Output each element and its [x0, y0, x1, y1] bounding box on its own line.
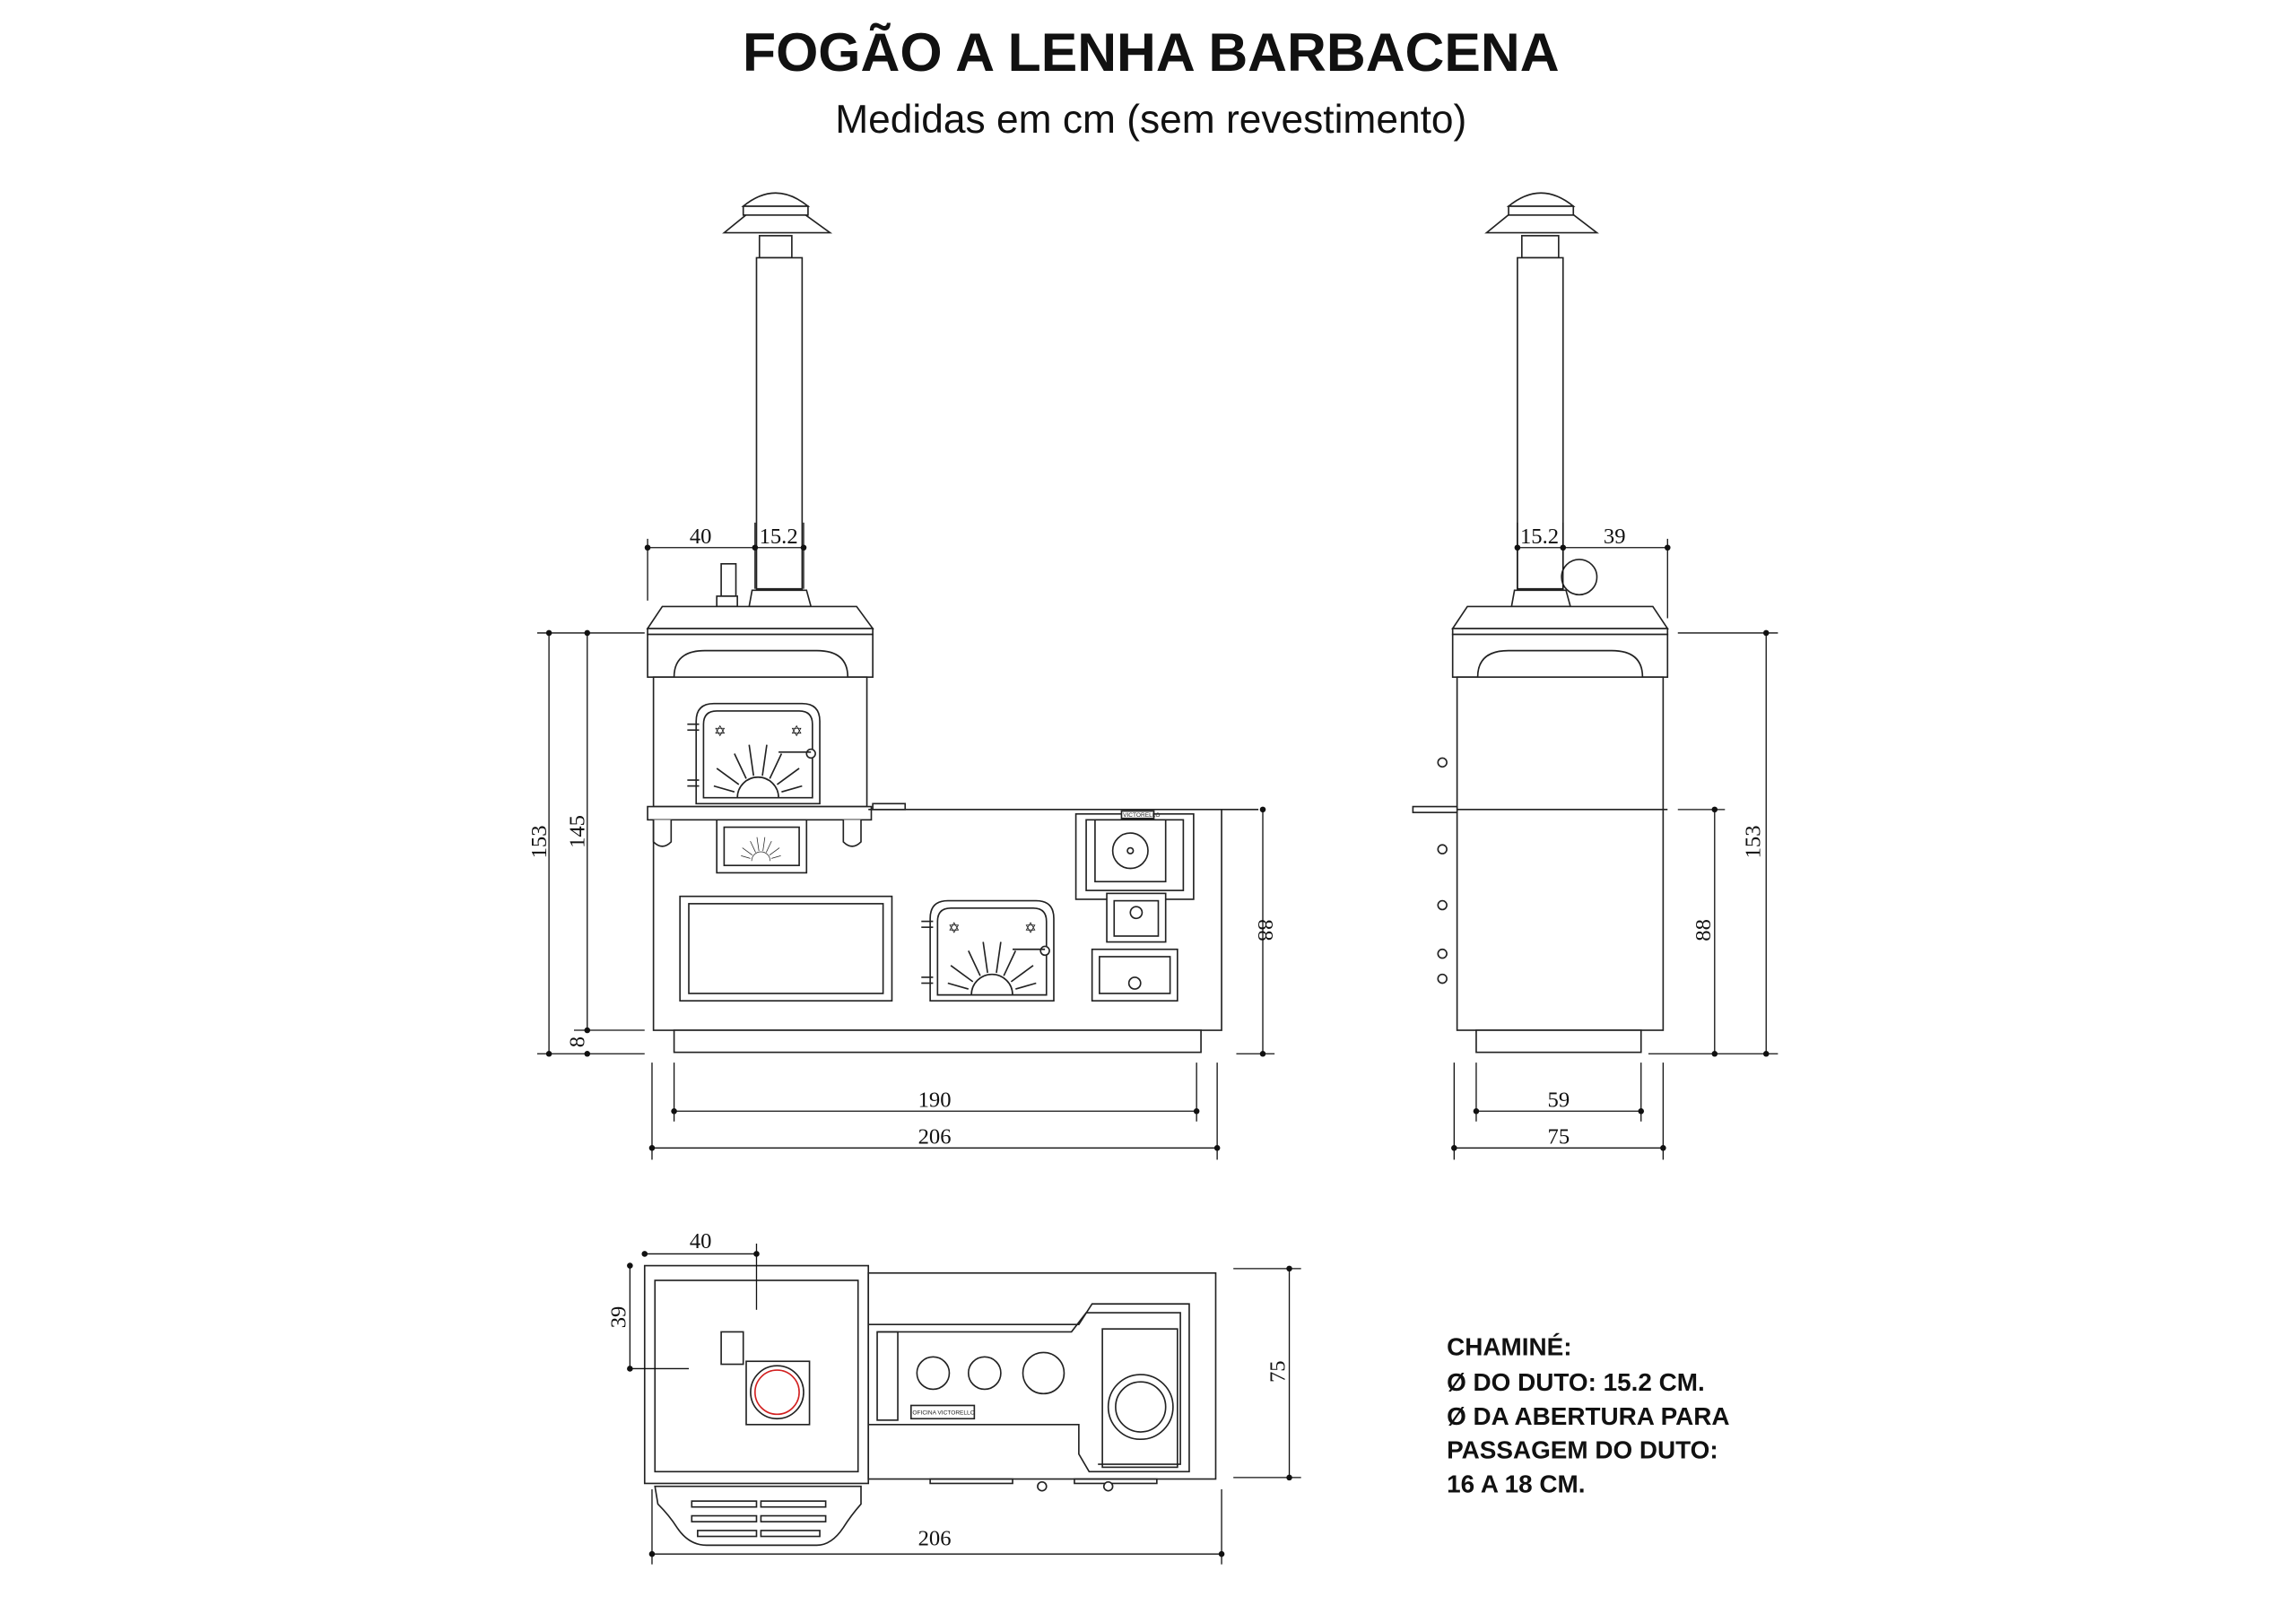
- drawing-subtitle: Medidas em cm (sem revestimento): [835, 98, 1466, 142]
- grate-door: [1091, 948, 1178, 1002]
- side-dim-base-depth: 59: [1548, 1088, 1570, 1112]
- note-line: PASSAGEM DO DUTO:: [1447, 1436, 1718, 1464]
- lower-oven-door: [921, 901, 1054, 1002]
- top-dim-chimney-y: 39: [606, 1306, 631, 1329]
- top-dim-chimney-x: 40: [690, 1229, 712, 1253]
- note-line: CHAMINÉ:: [1447, 1333, 1571, 1361]
- burner-3: [1022, 1351, 1065, 1395]
- drawing-title: FOGÃO A LENHA BARBACENA: [743, 22, 1560, 82]
- grill-rail: [654, 1485, 862, 1547]
- top-slab: [646, 605, 874, 629]
- side-dim-counter-height: 88: [1692, 919, 1716, 941]
- front-dimensions: 40 15.2 153 145 8 88 190 206: [527, 522, 1277, 1160]
- note-line: Ø DO DUTO: 15.2 CM.: [1447, 1368, 1705, 1396]
- dim-body-height: 145: [565, 815, 589, 848]
- burner-2: [967, 1356, 1002, 1391]
- side-dim-total-height: 153: [1742, 826, 1766, 859]
- dim-total-width: 206: [918, 1124, 952, 1149]
- burner-4: [1107, 1374, 1174, 1441]
- decorative-band: [647, 633, 874, 678]
- top-view: OFICINA VICTORELLO 40 39 75 206: [606, 1229, 1301, 1565]
- towel-bar: [647, 805, 873, 821]
- side-view: 15.2 39 153 88 59 75: [1412, 192, 1779, 1160]
- upper-oven-door: [687, 704, 820, 804]
- top-plate-label: OFICINA VICTORELLO: [912, 1409, 974, 1416]
- dim-base-height: 8: [565, 1037, 589, 1047]
- burner-1: [916, 1356, 951, 1391]
- note-line: 16 A 18 CM.: [1447, 1470, 1585, 1497]
- side-dim-chimney-offset: 39: [1604, 525, 1626, 549]
- dim-chimney-offset: 40: [690, 525, 712, 549]
- top-dim-total-width: 206: [918, 1526, 952, 1550]
- side-dimensions: 15.2 39 153 88 59 75: [1451, 522, 1779, 1160]
- dim-chimney-diameter: 15.2: [760, 525, 798, 549]
- base: [673, 1029, 1202, 1054]
- dim-base-width: 190: [918, 1088, 952, 1112]
- top-dim-depth: 75: [1266, 1360, 1291, 1383]
- ash-door: [716, 819, 808, 874]
- front-plate-label: VICTORELLO: [1123, 812, 1160, 819]
- side-knobs: [1437, 757, 1448, 984]
- top-dimensions: 40 39 75 206: [606, 1229, 1301, 1565]
- front-view: VICTORELLO 40 15.2 153 145 8 8: [527, 192, 1277, 1160]
- note-line: Ø DA ABERTURA PARA: [1447, 1402, 1729, 1430]
- chimney-notes: CHAMINÉ: Ø DO DUTO: 15.2 CM. Ø DA ABERTU…: [1447, 1333, 1729, 1498]
- flue-circle: [754, 1369, 800, 1416]
- side-dim-chimney-diameter: 15.2: [1520, 525, 1559, 549]
- dim-total-height: 153: [527, 826, 552, 859]
- firebox-door: [1094, 819, 1167, 883]
- wood-storage-panel: [679, 895, 893, 1002]
- dim-counter-height: 88: [1253, 919, 1277, 941]
- damper-knob: [1561, 559, 1598, 596]
- side-dim-total-depth: 75: [1548, 1124, 1570, 1149]
